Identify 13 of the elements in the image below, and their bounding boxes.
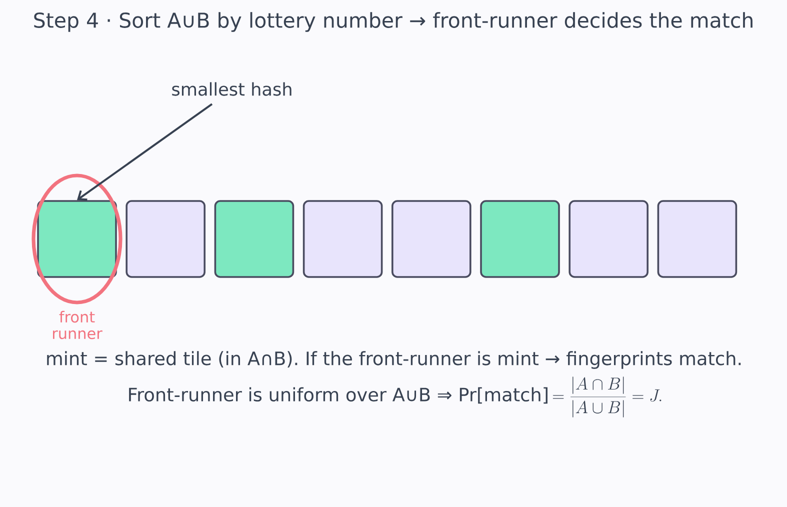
node-caption: front runner (53, 310, 102, 340)
tile (302, 200, 383, 278)
tile (126, 200, 206, 278)
arrow (77, 103, 213, 201)
tile (392, 200, 472, 278)
callout-text: smallest hash (172, 82, 292, 96)
tile (657, 200, 738, 278)
tile (480, 200, 560, 278)
note-text: mint = shared tile (in A∩B). If the front-runner is mint → fingerprints match. (47, 351, 741, 369)
formula-note: Front-runner is uniform over A∪B ⇒ Pr[match] $=\frac{|A\cap B|}{|A\cup B|}=J.$ (129, 376, 662, 418)
tile (214, 200, 294, 278)
title: Step 4 · Sort A∪B by lottery number → front-runner decides the match (34, 12, 752, 32)
tile (568, 200, 648, 278)
